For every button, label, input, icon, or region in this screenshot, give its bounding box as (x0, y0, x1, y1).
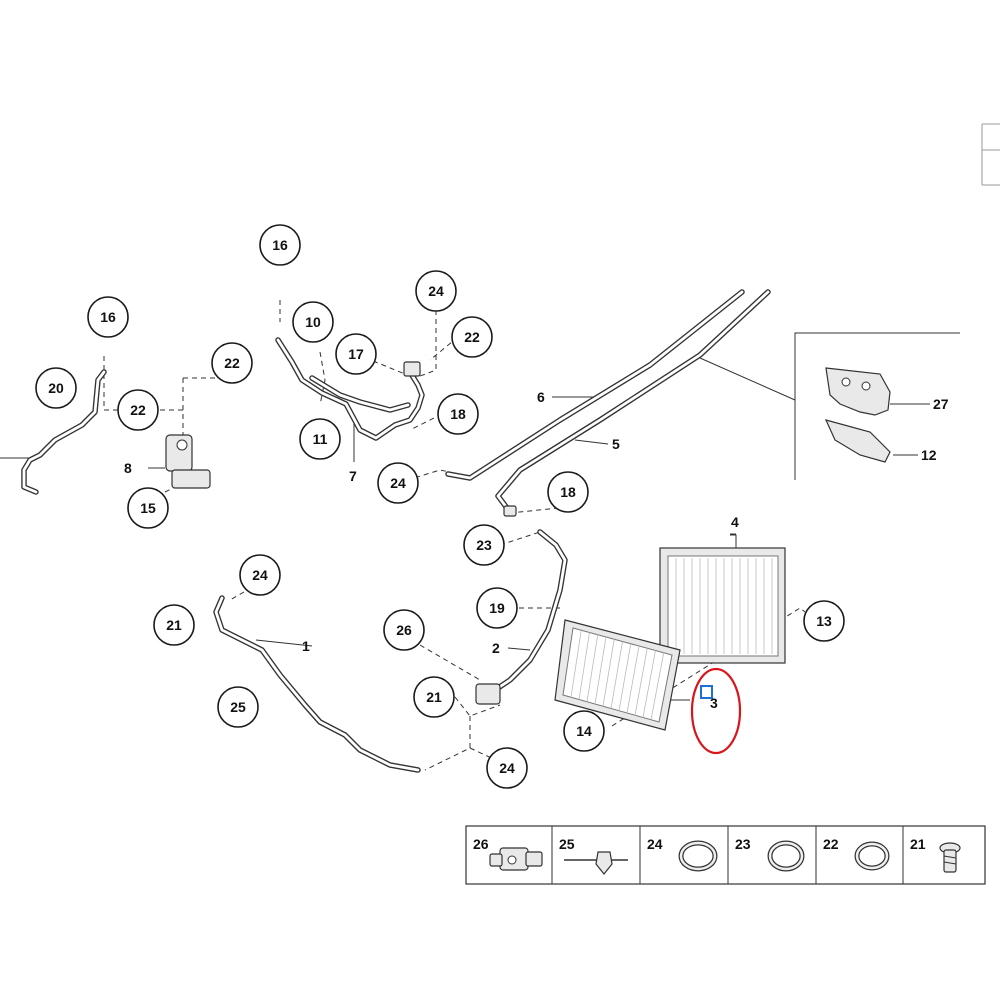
legend-part-25-icon (564, 851, 628, 875)
callout-24d: 24 (486, 747, 528, 789)
callout-10: 10 (292, 301, 334, 343)
edge-artifact (981, 123, 1000, 186)
pipe-2 (492, 529, 568, 693)
inset-detail (699, 332, 960, 480)
callout-24b: 24 (377, 462, 419, 504)
callout-25: 25 (217, 686, 259, 728)
callout-24a: 24 (415, 270, 457, 312)
condenser-3 (554, 619, 681, 731)
label-12: 12 (921, 447, 937, 463)
clip-27 (825, 367, 891, 416)
callout-20: 20 (35, 367, 77, 409)
legend-part-21-icon (939, 842, 961, 873)
callout-22a: 22 (117, 389, 159, 431)
callout-16b-text: 16 (272, 237, 288, 253)
callout-21a-text: 21 (166, 617, 182, 633)
callout-16a-text: 16 (100, 309, 116, 325)
callout-25-text: 25 (230, 699, 246, 715)
legend-num-26: 26 (473, 836, 489, 852)
legend-num-22: 22 (823, 836, 839, 852)
label-8: 8 (124, 460, 132, 476)
callout-21a: 21 (153, 604, 195, 646)
fitting-26 (475, 683, 501, 705)
label-3: 3 (710, 695, 718, 711)
plain-labels: 8 7 6 5 27 12 4 1 2 3 (124, 389, 949, 711)
label-4: 4 (731, 514, 739, 530)
pipe-1 (213, 595, 421, 773)
callout-13: 13 (803, 600, 845, 642)
callout-23-text: 23 (476, 537, 492, 553)
callout-18a: 18 (437, 393, 479, 435)
legend-num-24: 24 (647, 836, 663, 852)
callout-11-text: 11 (313, 431, 328, 447)
callout-16b: 16 (259, 224, 301, 266)
callout-19-text: 19 (489, 600, 505, 616)
callout-10-text: 10 (305, 314, 321, 330)
label-7: 7 (349, 468, 357, 484)
callout-19: 19 (476, 587, 518, 629)
callout-24a-text: 24 (428, 283, 444, 299)
callouts: 16 16 20 22 22 10 17 24 22 18 11 24 15 1… (35, 224, 845, 789)
callout-21b: 21 (413, 676, 455, 718)
callout-22c: 22 (451, 316, 493, 358)
legend-table: 26 25 24 23 22 21 (465, 825, 986, 885)
callout-18b: 18 (547, 471, 589, 513)
pipe-6 (445, 289, 745, 481)
callout-21b-text: 21 (426, 689, 442, 705)
clip-12 (824, 419, 891, 463)
callout-15-text: 15 (140, 500, 156, 516)
callout-18a-text: 18 (450, 406, 466, 422)
radiator-4 (659, 547, 786, 664)
fitting-23 (503, 505, 517, 517)
callout-24b-text: 24 (390, 475, 406, 491)
callout-14: 14 (563, 710, 605, 752)
callout-23: 23 (463, 524, 505, 566)
highlight-mark (690, 667, 742, 755)
callout-22b: 22 (211, 342, 253, 384)
label-27: 27 (933, 396, 949, 412)
callout-20-text: 20 (48, 380, 64, 396)
label-6: 6 (537, 389, 545, 405)
callout-22a-text: 22 (130, 402, 146, 418)
valve-17 (403, 361, 421, 377)
bracket-8 (165, 434, 211, 489)
callout-17: 17 (335, 333, 377, 375)
callout-16a: 16 (87, 296, 129, 338)
callout-18b-text: 18 (560, 484, 576, 500)
callout-14-text: 14 (576, 723, 592, 739)
callout-26-text: 26 (396, 622, 412, 638)
label-1: 1 (302, 638, 310, 654)
pipe-20 (21, 369, 107, 495)
label-5: 5 (612, 436, 620, 452)
callout-22c-text: 22 (464, 329, 480, 345)
pipe-5 (495, 289, 771, 515)
callout-15: 15 (127, 487, 169, 529)
callout-22b-text: 22 (224, 355, 240, 371)
legend-num-21: 21 (910, 836, 926, 852)
pipe-7 (275, 337, 425, 441)
label-2: 2 (492, 640, 500, 656)
legend-num-25: 25 (559, 836, 575, 852)
callout-24c: 24 (239, 554, 281, 596)
legend-part-22-icon (854, 841, 890, 871)
callout-17-text: 17 (348, 346, 364, 362)
legend-part-24-icon (678, 840, 718, 872)
callout-11: 11 (299, 418, 341, 460)
callout-24c-text: 24 (252, 567, 268, 583)
callout-24d-text: 24 (499, 760, 515, 776)
callout-13-text: 13 (816, 613, 832, 629)
legend-num-23: 23 (735, 836, 751, 852)
legend-part-23-icon (767, 840, 805, 872)
legend-part-26-icon (489, 847, 543, 871)
callout-26: 26 (383, 609, 425, 651)
